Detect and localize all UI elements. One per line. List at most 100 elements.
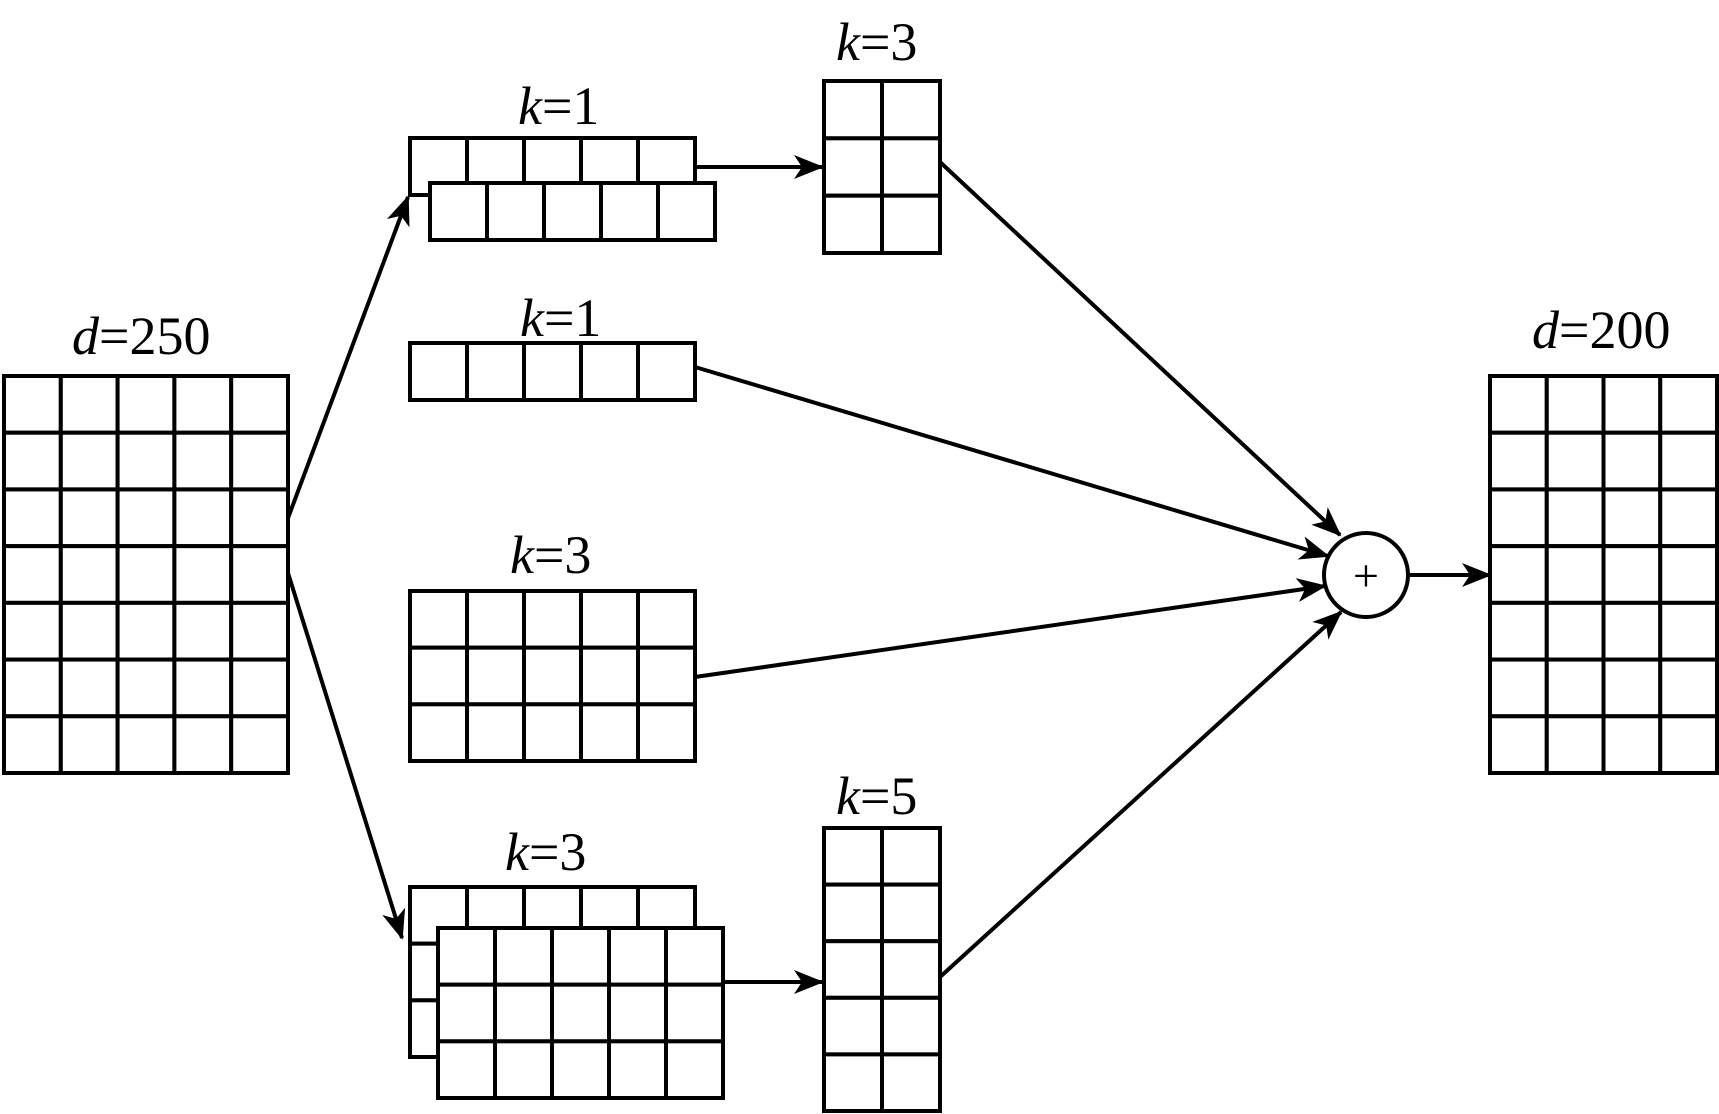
branch1a-label: k=1 <box>518 76 599 136</box>
grid-cell <box>1488 487 1549 549</box>
grid-cell <box>822 939 884 1000</box>
grid-cell <box>172 374 234 435</box>
grid-cell <box>436 982 497 1044</box>
grid-cell <box>493 1039 554 1100</box>
grid-cell <box>1544 600 1606 662</box>
feature-maps <box>2 79 1719 1114</box>
grid-cell <box>607 926 668 987</box>
grid-cell <box>822 193 884 255</box>
grid-cell <box>172 600 234 662</box>
grid-cell <box>1488 600 1549 662</box>
grid-cell <box>636 645 697 707</box>
grid-cell <box>1488 430 1549 492</box>
grid-cell <box>428 181 489 242</box>
grid-cell <box>822 995 884 1057</box>
grid-cell <box>822 136 884 198</box>
grid-cell <box>522 589 583 650</box>
grid-cell <box>1601 374 1663 435</box>
grid-cell <box>880 826 942 887</box>
grid-cell <box>880 995 942 1057</box>
grid-cell <box>664 926 725 987</box>
grid-cell <box>2 374 63 435</box>
grid-cell <box>2 714 63 775</box>
grid-cell <box>1658 657 1719 719</box>
grid-cell <box>229 374 290 435</box>
branch1b-label: k=3 <box>836 12 917 72</box>
grid-cell <box>822 79 884 141</box>
grid-cell <box>493 982 554 1044</box>
grid-cell <box>408 702 469 764</box>
grid-cell <box>436 926 497 987</box>
branch4a-grid-front <box>436 926 725 1100</box>
grid-cell <box>2 544 63 605</box>
grid-cell <box>115 487 177 549</box>
grid-cell <box>880 193 942 255</box>
grid-cell <box>579 341 640 402</box>
connectors <box>286 155 1492 994</box>
grid-cell <box>880 1052 942 1114</box>
output-label: d=200 <box>1532 300 1670 360</box>
arrow-branch4b-to-sum <box>938 610 1343 979</box>
grid-cell <box>1544 374 1606 435</box>
grid-cell <box>1601 600 1663 662</box>
grid-cell <box>1658 714 1719 775</box>
grid-cell <box>58 657 120 719</box>
grid-cell <box>550 982 611 1044</box>
grid-cell <box>2 657 63 719</box>
grid-cell <box>1544 714 1606 775</box>
grid-cell <box>465 589 526 650</box>
grid-cell <box>172 657 234 719</box>
grid-cell <box>115 600 177 662</box>
grid-cell <box>1658 544 1719 605</box>
sum-circle <box>1322 531 1410 619</box>
grid-cell <box>1544 544 1606 605</box>
grid-cell <box>636 702 697 764</box>
grid-cell <box>2 430 63 492</box>
grid-cell <box>664 1039 725 1100</box>
grid-cell <box>880 882 942 944</box>
branch4b-label: k=5 <box>836 766 917 826</box>
grid-cell <box>229 714 290 775</box>
grid-cell <box>115 544 177 605</box>
grid-cell <box>115 430 177 492</box>
branch1a-grid-front <box>428 181 717 242</box>
grid-cell <box>58 487 120 549</box>
grid-cell <box>822 1052 884 1114</box>
grid-cell <box>2 487 63 549</box>
grid-cell <box>1601 487 1663 549</box>
grid-cell <box>58 600 120 662</box>
sum-node: + <box>1322 531 1410 619</box>
grid-cell <box>1658 487 1719 549</box>
grid-cell <box>1658 430 1719 492</box>
grid-cell <box>436 1039 497 1100</box>
input-grid <box>2 374 290 775</box>
grid-cell <box>58 544 120 605</box>
grid-cell <box>485 181 546 242</box>
grid-cell <box>880 136 942 198</box>
grid-cell <box>1488 374 1549 435</box>
grid-cell <box>172 430 234 492</box>
grid-cell <box>172 714 234 775</box>
grid-cell <box>522 341 583 402</box>
grid-cell <box>1601 657 1663 719</box>
arrow-input-to-branch1 <box>286 195 410 519</box>
grid-cell <box>229 600 290 662</box>
grid-cell <box>408 589 469 650</box>
grid-cell <box>1488 657 1549 719</box>
grid-cell <box>115 374 177 435</box>
grid-cell <box>465 341 526 402</box>
branch4a-label: k=3 <box>505 822 586 882</box>
grid-cell <box>579 645 640 707</box>
grid-cell <box>115 714 177 775</box>
grid-cell <box>229 657 290 719</box>
arrow-branch3-to-sum <box>694 578 1327 679</box>
arrow-branch1b-to-sum <box>938 160 1342 537</box>
labels: d=250 k=1 k=3 k=1 k=3 k=3 k=5 d=200 <box>72 12 1670 882</box>
grid-cell <box>607 1039 668 1100</box>
grid-cell <box>880 79 942 141</box>
grid-cell <box>1544 430 1606 492</box>
grid-cell <box>58 374 120 435</box>
grid-cell <box>822 882 884 944</box>
grid-cell <box>2 600 63 662</box>
